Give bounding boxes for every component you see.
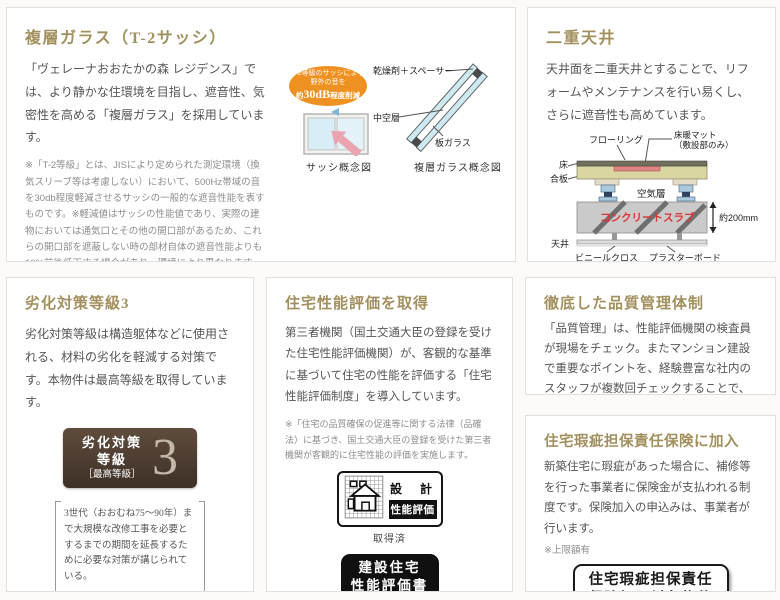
card-deterioration-grade: 劣化対策等級3 劣化対策等級は構造躯体などに使用される、材料の劣化を軽減する対策…: [6, 277, 254, 592]
label-flooring: フローリング: [589, 134, 643, 145]
mark-design-label: 設 計: [389, 481, 435, 496]
construction-evaluation-mark: 建設住宅 性能評価書: [340, 554, 439, 592]
badge-line2: 等級: [96, 452, 127, 468]
card-body-text: 「ヴェレーナおおたかの森 レジデンス」では、より静かな住環境を目指し、遮音性、気…: [25, 62, 265, 145]
small-blue-arrow-icon: [331, 108, 339, 116]
label-ceiling: 天井: [551, 238, 569, 249]
mark2-line2: 性能評価書: [350, 578, 429, 592]
design-evaluation-mark: 設 計 性能評価: [336, 471, 443, 528]
card-double-glazing: 複層ガラス（T-2サッシ） 「ヴェレーナおおたかの森 レジデンス」では、より静か…: [6, 7, 516, 262]
balloon-db-value: 30dB: [303, 87, 331, 102]
mark1-status: 取得済: [373, 534, 406, 546]
card-double-ceiling: 二重天井 天井面を二重天井とすることで、リフォームやメンテナンスを行い易くし、さ…: [527, 7, 776, 262]
noise-reduction-balloon: T-2等級のサッシにより 野外の音を 約30dB程度削減: [289, 66, 367, 106]
mark2-line1: 建設住宅: [358, 560, 421, 576]
mark-performance-label: 性能評価: [388, 499, 437, 519]
card-title: 住宅性能評価を取得: [285, 296, 430, 312]
pink-arrow-icon: [331, 130, 362, 156]
card-title: 住宅瑕疵担保責任保険に加入: [544, 434, 739, 450]
card-body-text: 「品質管理」は、性能評価機関の検査員が現場をチェック。またマンション建設で重要な…: [544, 323, 751, 395]
stamp-line1: 住宅瑕疵担保責任: [588, 571, 713, 588]
badge-line3: ［最高等級］: [83, 469, 141, 480]
card-footnote: ※「T-2等級」とは、JISにより定められた測定環境（換気スリーブ等は考慮しない…: [25, 160, 265, 261]
grade-3-badge: 劣化対策 等級 ［最高等級］ 3: [63, 428, 197, 489]
house-grid-icon: [344, 475, 383, 519]
label-concrete-slab: コンクリートスラブ: [600, 211, 695, 224]
card-title: 複層ガラス（T-2サッシ）: [25, 30, 227, 47]
balloon-line3: 約30dB程度削減: [295, 87, 361, 102]
card-title: 劣化対策等級3: [25, 296, 130, 312]
label-plasterboard: プラスターボード: [649, 253, 721, 262]
window-sash-illustration: [303, 108, 369, 156]
label-plywood: 合板: [550, 173, 568, 184]
label-slab-thickness: 約200mm: [719, 212, 758, 223]
insurance-target-stamp: 住宅瑕疵担保責任 保険加入対象物件: [572, 563, 729, 591]
badge-grade-number: 3: [152, 428, 178, 486]
card-title: 二重天井: [546, 30, 617, 47]
stamp-line2: 保険加入対象物件: [577, 590, 725, 591]
card-body-text: 天井面を二重天井とすることで、リフォームやメンテナンスを行い易くし、さらに遮音性…: [546, 62, 750, 122]
glazing-caption: 複層ガラス概念図: [414, 163, 502, 174]
card-title: 徹底した品質管理体制: [544, 296, 705, 312]
card-defect-insurance: 住宅瑕疵担保責任保険に加入 新築住宅に瑕疵があった場合に、補修等を行った事業者に…: [525, 415, 776, 592]
label-floor: 床: [559, 159, 568, 170]
badge-line1: 劣化対策: [81, 435, 142, 451]
card-quality-control: 徹底した品質管理体制 「品質管理」は、性能評価機関の検査員が現場をチェック。また…: [525, 277, 776, 395]
card-performance-evaluation: 住宅性能評価を取得 第三者機関（国土交通大臣の登録を受けた住宅性能評価機関）が、…: [266, 277, 513, 592]
label-vinyl-cloth: ビニールクロス: [575, 253, 638, 262]
double-ceiling-illustration: フローリング 床暖マット （敷設部のみ） 床 合板 空気層 コンクリートスラブ …: [550, 130, 758, 262]
card-footnote: ※「住宅の品質確保の促進等に関する法律（品確法）に基づき、国土交通大臣の登録を受…: [285, 419, 492, 460]
card-body-text: 新築住宅に瑕疵があった場合に、補修等を行った事業者に保険金が支払われる制度です。…: [544, 461, 751, 536]
card-body-text: 劣化対策等級は構造躯体などに使用される、材料の劣化を軽減する対策です。本物件は最…: [25, 327, 230, 410]
label-heating-mat: 床暖マット: [674, 130, 717, 140]
balloon-line2: 野外の音を: [310, 78, 346, 86]
label-heating-mat-note: （敷設部のみ）: [674, 140, 734, 150]
grade-definition-note: 3世代（おおむね75～90年）まで大規模な改修工事を必要とするまでの期間を延長す…: [55, 501, 205, 591]
label-air-layer: 空気層: [637, 188, 666, 200]
double-glazing-illustration: 乾燥剤＋スペーサー 中空層 板ガラス: [373, 63, 488, 153]
label-hollow-layer: 中空層: [373, 112, 400, 123]
sash-caption: サッシ概念図: [306, 163, 372, 174]
limit-note: ※上限額有: [544, 544, 590, 556]
label-desiccant-spacer: 乾燥剤＋スペーサー: [373, 65, 453, 76]
label-plate-glass: 板ガラス: [435, 137, 471, 148]
glazing-diagram: T-2等級のサッシにより 野外の音を 約30dB程度削減 サッシ概念図 乾燥剤＋…: [285, 60, 513, 180]
balloon-line1: T-2等級のサッシにより: [291, 69, 365, 77]
card-body-text: 第三者機関（国土交通大臣の登録を受けた住宅性能評価機関）が、客観的な基準に基づい…: [285, 327, 492, 403]
